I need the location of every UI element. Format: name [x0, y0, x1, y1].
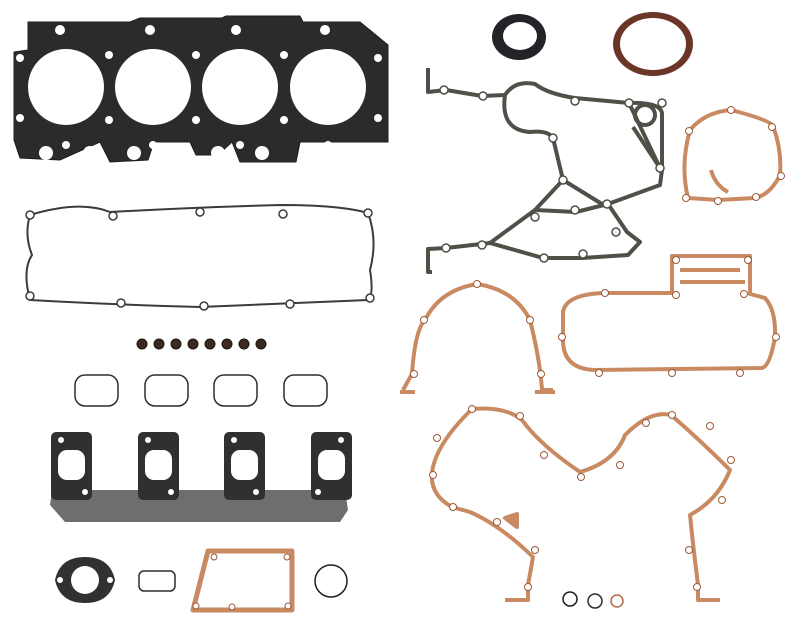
water-pump-gasket	[682, 106, 785, 205]
small-oring-gasket	[138, 570, 176, 592]
thermostat-gasket	[55, 557, 115, 603]
rear-cover-gasket	[400, 280, 555, 394]
rear-main-seal	[613, 12, 693, 76]
valve-stem-seals	[136, 338, 267, 350]
front-case-gasket	[429, 405, 735, 602]
small-orings	[562, 591, 624, 609]
cover-gasket	[190, 548, 295, 613]
front-crank-seal	[492, 14, 546, 60]
valve-cover-gasket	[25, 203, 375, 311]
oil-cooler-gasket	[558, 254, 780, 377]
timing-cover-gasket	[426, 68, 667, 274]
round-oring	[314, 564, 348, 598]
intake-manifold-gaskets	[74, 374, 328, 407]
cylinder-head-gasket	[13, 15, 389, 163]
exhaust-manifold-gasket	[50, 432, 352, 522]
